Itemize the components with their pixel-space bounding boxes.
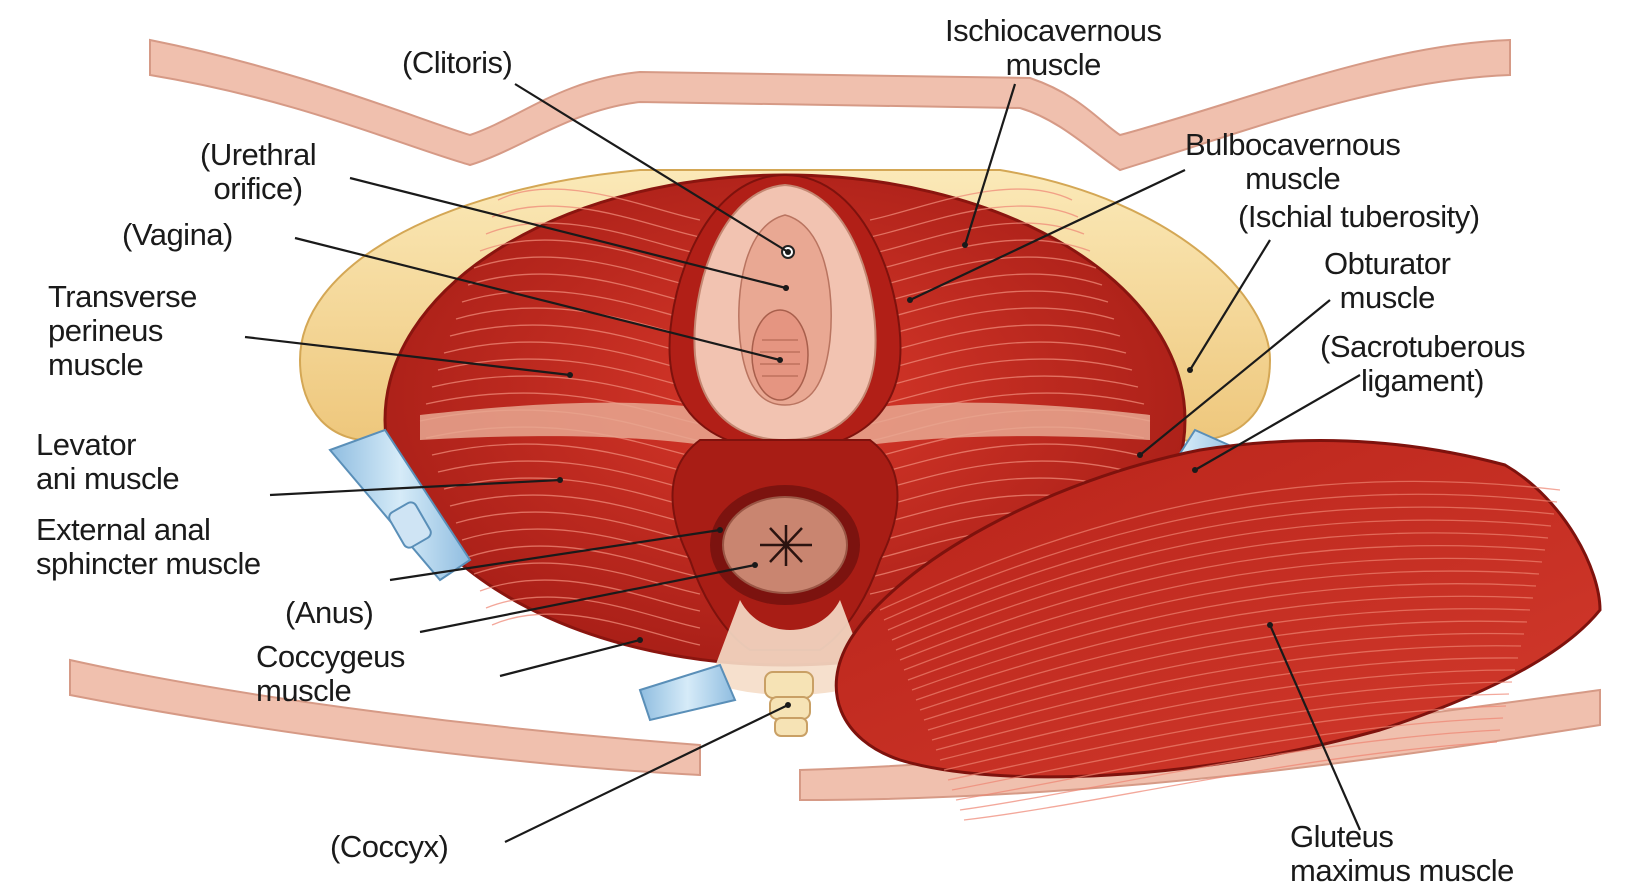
label-sphincter-line2: sphincter muscle bbox=[36, 547, 261, 581]
label-transverse-line2: perineus bbox=[48, 314, 197, 348]
label-coccygeus-line2: muscle bbox=[256, 674, 405, 708]
label-urethral-orifice: (Urethral orifice) bbox=[200, 138, 316, 206]
label-anus: (Anus) bbox=[285, 596, 373, 630]
label-vagina-line: (Vagina) bbox=[122, 218, 233, 252]
leader-sacrotuberous-dot bbox=[1192, 467, 1198, 473]
label-coccyx-line: (Coccyx) bbox=[330, 830, 448, 864]
label-ischial-tuberosity-line: (Ischial tuberosity) bbox=[1238, 200, 1480, 234]
label-coccyx: (Coccyx) bbox=[330, 830, 448, 864]
label-gluteus-line2: maximus muscle bbox=[1290, 854, 1514, 888]
label-external-anal-sphincter: External anal sphincter muscle bbox=[36, 513, 261, 581]
label-ischiocavernous-line1: Ischiocavernous bbox=[945, 14, 1162, 48]
leader-ischiocavernous-dot bbox=[962, 242, 968, 248]
label-urethral-line2: orifice) bbox=[200, 172, 316, 206]
label-obturator: Obturator muscle bbox=[1324, 247, 1450, 315]
label-sphincter-line1: External anal bbox=[36, 513, 261, 547]
label-ischiocavernous: Ischiocavernous muscle bbox=[945, 14, 1162, 82]
label-bulbocavernous-line1: Bulbocavernous bbox=[1185, 128, 1400, 162]
label-sacrotuberous-line2: ligament) bbox=[1320, 364, 1525, 398]
leader-transverse-perineus-dot bbox=[567, 372, 573, 378]
leader-external-anal-sphincter-dot bbox=[717, 527, 723, 533]
leader-ischial-tuberosity-dot bbox=[1187, 367, 1193, 373]
label-levator-line1: Levator bbox=[36, 428, 179, 462]
label-clitoris: (Clitoris) bbox=[402, 46, 512, 80]
leader-coccyx-dot bbox=[785, 702, 791, 708]
label-ischial-tuberosity: (Ischial tuberosity) bbox=[1238, 200, 1480, 234]
label-bulbocavernous-line2: muscle bbox=[1185, 162, 1400, 196]
label-transverse-perineus: Transverse perineus muscle bbox=[48, 280, 197, 382]
label-transverse-line1: Transverse bbox=[48, 280, 197, 314]
label-levator-line2: ani muscle bbox=[36, 462, 179, 496]
label-gluteus-maximus: Gluteus maximus muscle bbox=[1290, 820, 1514, 888]
label-vagina: (Vagina) bbox=[122, 218, 233, 252]
leader-levator-ani-dot bbox=[557, 477, 563, 483]
leader-gluteus-maximus-dot bbox=[1267, 622, 1273, 628]
label-coccygeus: Coccygeus muscle bbox=[256, 640, 405, 708]
label-bulbocavernous: Bulbocavernous muscle bbox=[1185, 128, 1400, 196]
label-sacrotuberous-line1: (Sacrotuberous bbox=[1320, 330, 1525, 364]
label-sacrotuberous: (Sacrotuberous ligament) bbox=[1320, 330, 1525, 398]
label-levator-ani: Levator ani muscle bbox=[36, 428, 179, 496]
label-clitoris-line: (Clitoris) bbox=[402, 46, 512, 80]
label-obturator-line2: muscle bbox=[1324, 281, 1450, 315]
leader-coccygeus-dot bbox=[637, 637, 643, 643]
leader-anus-dot bbox=[752, 562, 758, 568]
leader-urethral-orifice-dot bbox=[783, 285, 789, 291]
label-ischiocavernous-line2: muscle bbox=[945, 48, 1162, 82]
leader-obturator-dot bbox=[1137, 452, 1143, 458]
label-gluteus-line1: Gluteus bbox=[1290, 820, 1514, 854]
label-anus-line: (Anus) bbox=[285, 596, 373, 630]
leader-coccyx bbox=[505, 705, 788, 842]
label-urethral-line1: (Urethral bbox=[200, 138, 316, 172]
label-obturator-line1: Obturator bbox=[1324, 247, 1450, 281]
leader-bulbocavernous-dot bbox=[907, 297, 913, 303]
leader-vagina-dot bbox=[777, 357, 783, 363]
label-coccygeus-line1: Coccygeus bbox=[256, 640, 405, 674]
leader-coccygeus bbox=[500, 640, 640, 676]
label-transverse-line3: muscle bbox=[48, 348, 197, 382]
leader-clitoris-dot bbox=[785, 249, 791, 255]
